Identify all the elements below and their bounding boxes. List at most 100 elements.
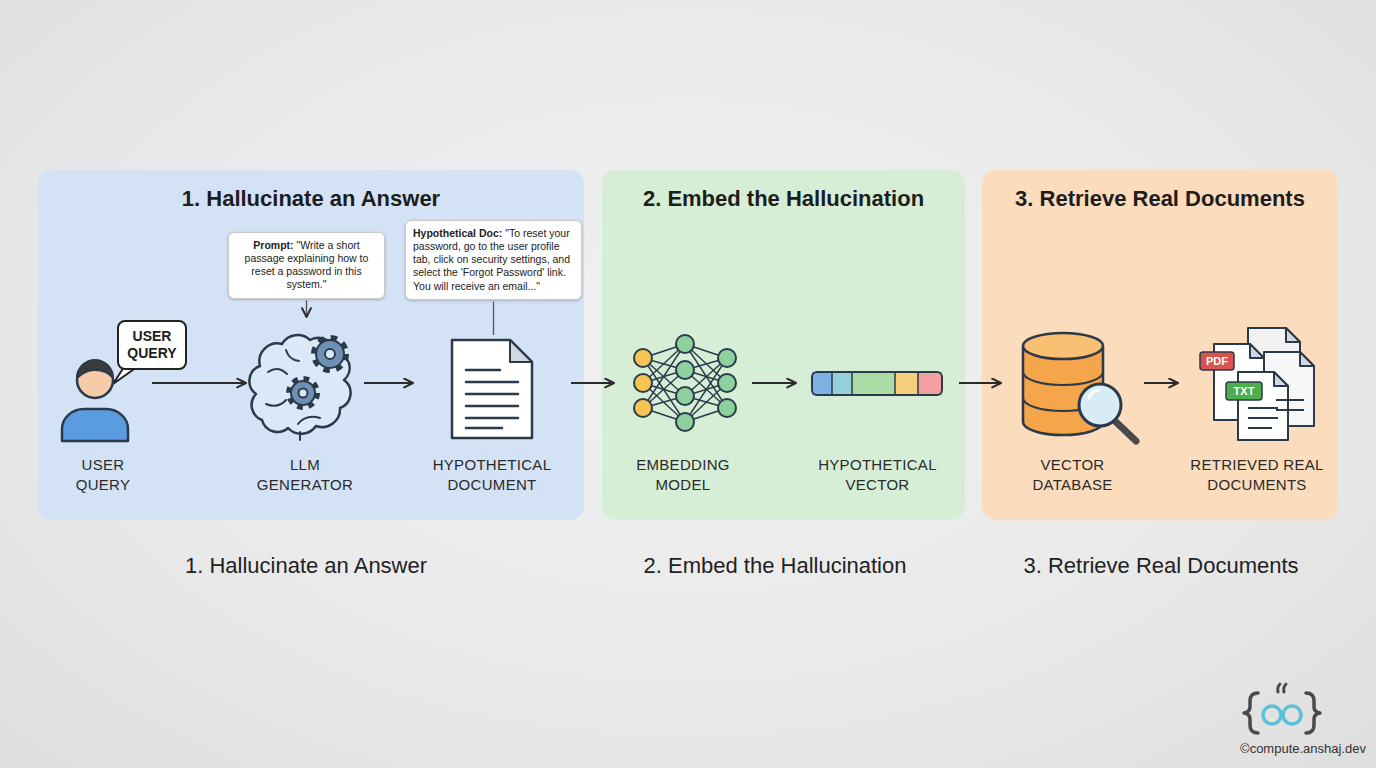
prompt-callout: Prompt:"Write a short passage explaining… xyxy=(228,232,385,299)
documents-stack-icon-part xyxy=(1300,352,1314,366)
documents-node: RETRIEVED REAL DOCUMENTS xyxy=(1182,328,1332,494)
documents-stack-icon xyxy=(1214,328,1314,440)
network-neurons-part xyxy=(676,361,694,379)
watermark: ©compute.anshaj.dev xyxy=(1240,741,1366,756)
brain-icon-part xyxy=(291,381,315,405)
vector-bar-part-part xyxy=(831,372,833,395)
document-icon-part-part xyxy=(466,427,502,430)
brain-icon-part xyxy=(299,432,301,440)
user-icon-part xyxy=(62,409,128,441)
brain-icon-part xyxy=(316,340,344,368)
user-icon-part xyxy=(77,360,113,378)
vector-bar-part xyxy=(832,372,852,395)
logo-part xyxy=(1283,706,1301,724)
flow-arrow xyxy=(752,382,796,384)
network-neurons-part xyxy=(718,374,736,392)
documents-stack-icon-part xyxy=(1276,399,1304,401)
leader-line xyxy=(306,301,307,318)
vector-bar-part xyxy=(812,372,832,395)
brain-icon-part xyxy=(325,349,335,359)
magnifier-icon-part xyxy=(1116,422,1136,441)
vector-bar-part-part xyxy=(894,372,896,395)
vector-bar-part-part xyxy=(917,372,919,395)
documents-stack-icon-part xyxy=(1286,328,1300,342)
flow-arrow xyxy=(152,382,246,384)
brain-icon xyxy=(249,335,350,440)
document-icon xyxy=(452,340,532,438)
logo-part xyxy=(1278,684,1280,692)
logo-part xyxy=(1244,693,1258,733)
database-icon-part xyxy=(1023,372,1103,385)
flow-arrow xyxy=(571,382,614,384)
database-icon-part xyxy=(1023,333,1103,359)
document-icon-part-part xyxy=(466,369,500,372)
user-icon xyxy=(62,360,128,441)
magnifier-icon xyxy=(1079,384,1136,441)
brain-icon-part xyxy=(268,369,287,374)
neural-network-icon xyxy=(634,335,736,431)
hypothetical-doc-callout: Hypothetical Doc:"To reset your password… xyxy=(405,220,582,300)
node-text: RETRIEVED REAL DOCUMENTS xyxy=(1182,455,1332,494)
brain-icon-part xyxy=(314,338,346,370)
node-text: HYPOTHETICAL VECTOR xyxy=(800,455,955,494)
node-text: Prompt: xyxy=(253,239,293,251)
stage-caption: 1. Hallucinate an Answer xyxy=(185,553,427,579)
stage-caption: 3. Retrieve Real Documents xyxy=(1023,553,1298,579)
panel-grounds-part xyxy=(982,170,1338,520)
network-neurons-part xyxy=(718,349,736,367)
llm-node: LLM GENERATOR xyxy=(250,320,360,494)
vector-bar-part xyxy=(832,372,918,395)
stage-caption: 2. Embed the Hallucination xyxy=(644,553,907,579)
network-neurons-part xyxy=(634,399,652,417)
node-text: EMBEDDING MODEL xyxy=(618,455,748,494)
network-links xyxy=(643,344,727,422)
flow-arrow xyxy=(1144,382,1178,384)
file-tag-part xyxy=(1226,382,1262,400)
panel-grounds-part xyxy=(602,170,965,520)
brain-icon-part xyxy=(249,335,350,434)
speech-bubble: USER QUERY xyxy=(117,320,187,370)
stage-panel: 1. Hallucinate an AnswerUSER QUERYUSER Q… xyxy=(38,170,584,520)
document-icon-part xyxy=(452,340,532,438)
brain-icon-part xyxy=(298,417,320,424)
brain-icon-part xyxy=(286,350,299,361)
embedding-node: EMBEDDING MODEL xyxy=(618,325,748,494)
vector-bar-part xyxy=(918,372,942,395)
magnifier-icon-part xyxy=(1079,384,1121,426)
logo-part xyxy=(1306,693,1320,733)
vector-bar-part-part xyxy=(851,372,853,395)
node-text: Hypothetical Doc: xyxy=(413,227,502,239)
node-text: 2. Embed the Hallucination xyxy=(602,186,965,212)
logo-part xyxy=(1263,706,1281,724)
documents-stack-icon-part xyxy=(1248,427,1272,429)
document-icon-part xyxy=(466,370,518,428)
node-text: USER QUERY xyxy=(58,455,148,494)
vector-bar-part xyxy=(895,372,918,395)
node-text: USER QUERY xyxy=(125,328,179,362)
document-icon-part-part xyxy=(466,381,518,384)
network-neurons-part xyxy=(676,335,694,353)
file-type-tag: TXT xyxy=(1234,385,1255,397)
documents-stack-icon-part xyxy=(1250,344,1264,358)
node-text: VECTOR DATABASE xyxy=(1005,455,1140,494)
file-tag xyxy=(1200,352,1262,400)
vector-node: HYPOTHETICAL VECTOR xyxy=(800,365,955,494)
document-icon-part-part xyxy=(466,405,518,408)
document-icon-part-part xyxy=(466,393,518,396)
user-node: USER QUERY xyxy=(58,345,148,494)
panel-grounds-part xyxy=(38,170,584,520)
document-node: HYPOTHETICAL DOCUMENT xyxy=(417,338,567,494)
stage-panel: 2. Embed the HallucinationEMBEDDING MODE… xyxy=(602,170,965,520)
logo xyxy=(1244,684,1320,733)
documents-stack-icon-part xyxy=(1274,372,1288,386)
panel-grounds xyxy=(38,170,1338,520)
brain-icon-part xyxy=(289,379,317,407)
document-icon-part-part xyxy=(466,417,518,420)
vector-bar-part xyxy=(812,372,942,395)
network-neurons-part xyxy=(676,413,694,431)
network-neurons-part xyxy=(676,387,694,405)
file-tag-part xyxy=(1200,352,1234,370)
leader-line xyxy=(493,302,494,335)
